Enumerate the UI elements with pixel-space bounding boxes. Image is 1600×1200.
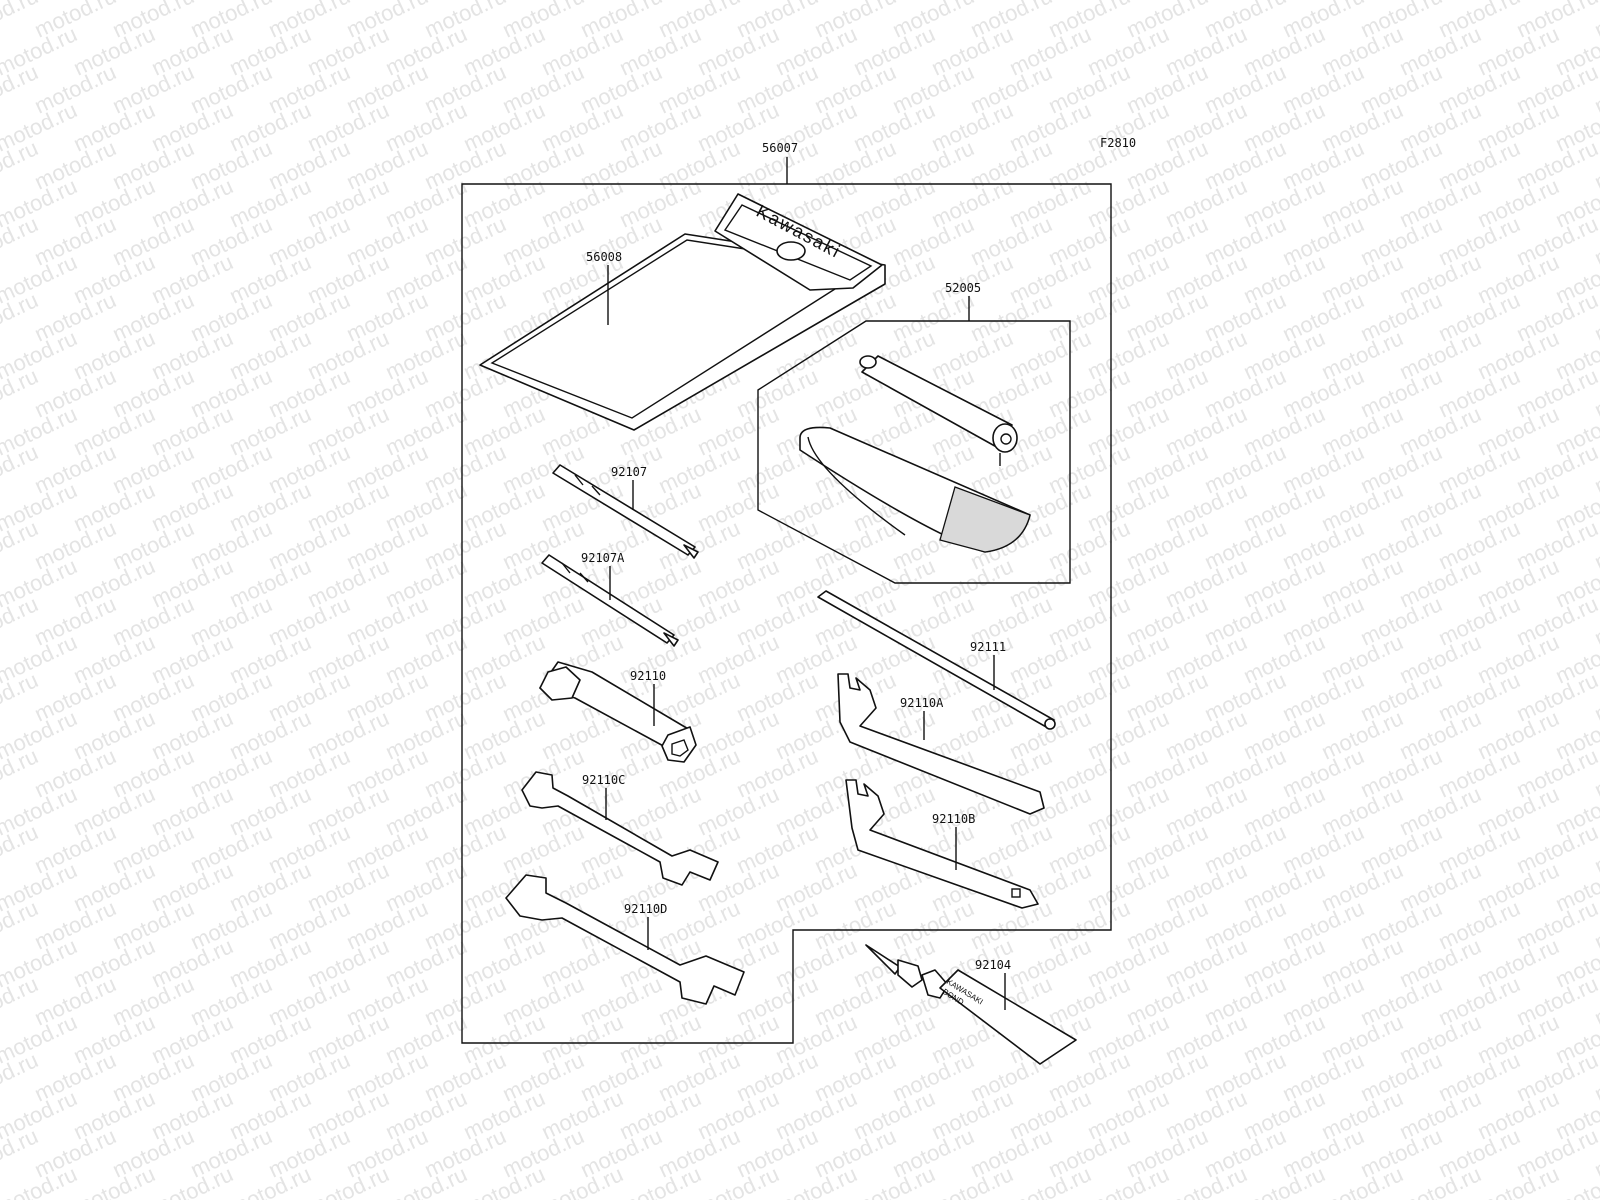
pump-boundary [757,320,1071,584]
label-92110C: 92110C [582,773,625,787]
bar-92111 [817,590,1056,730]
label-92110A: 92110A [900,696,944,710]
label-92111: 92111 [970,640,1006,654]
screwdriver-92107 [552,464,699,559]
kit-boundary [461,183,1112,1044]
wrench-92110C [521,771,719,886]
screwdriver-92107A [541,554,679,647]
wrench-92110D [505,874,745,1005]
hook-wrench-92110A [837,673,1045,815]
label-92107: 92107 [611,465,647,479]
label-92110D: 92110D [624,902,667,916]
label-52005: 52005 [945,281,981,295]
label-56008: 56008 [586,250,622,264]
figure-code: F2810 [1100,136,1136,150]
watermark-text: motod.ru [1591,0,1600,43]
pump-illustration [799,355,1031,553]
label-92110B: 92110B [932,812,975,826]
label-92110: 92110 [630,669,666,683]
box-wrench-92110 [539,661,697,763]
label-56007: 56007 [762,141,798,155]
label-92104: 92104 [975,958,1011,972]
hook-wrench-92110B [845,779,1039,909]
label-92107A: 92107A [581,551,625,565]
